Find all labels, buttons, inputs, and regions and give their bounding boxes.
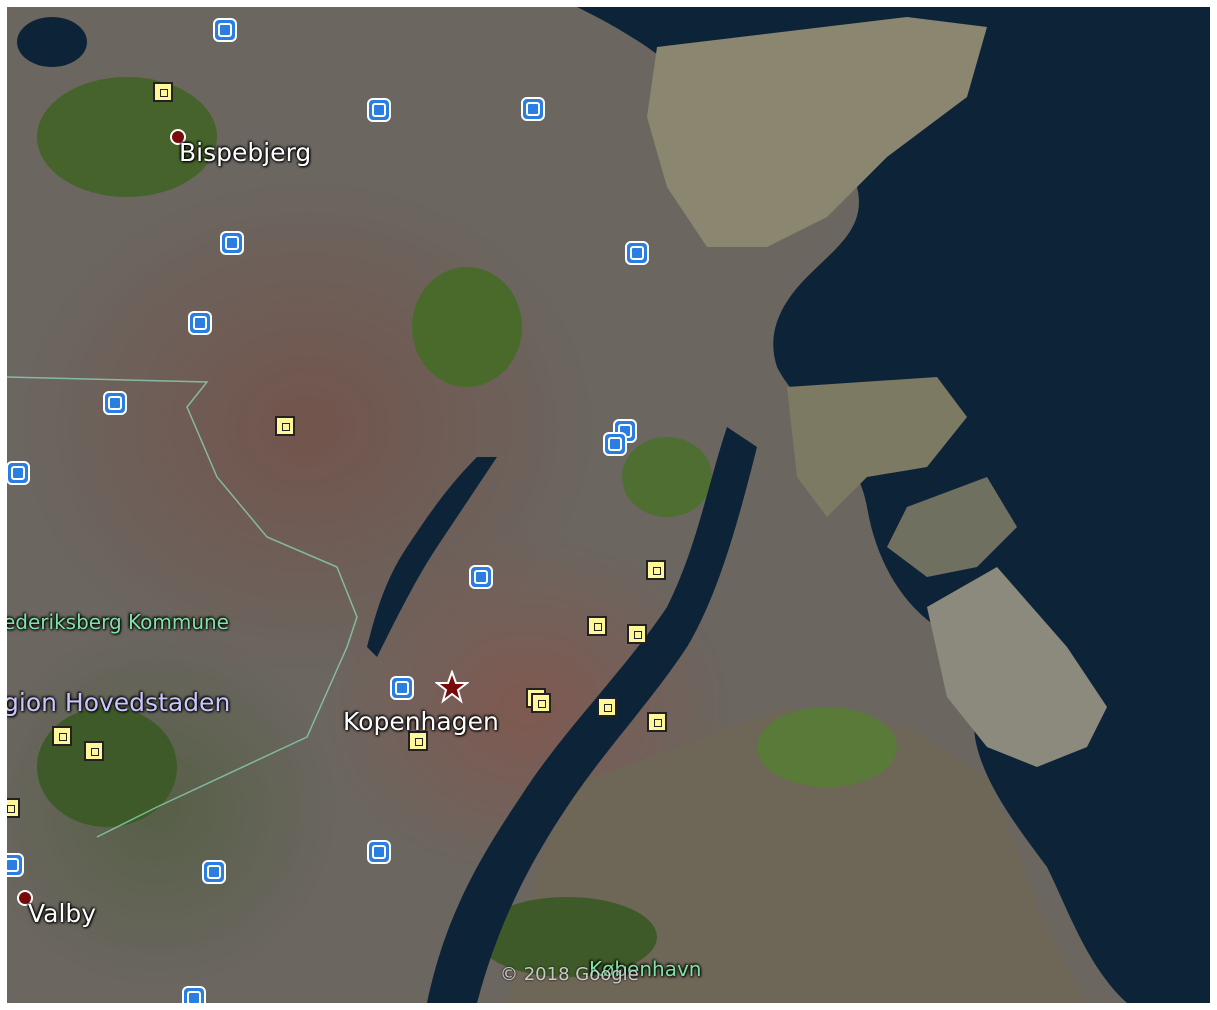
poi-square-icon[interactable] <box>7 798 20 818</box>
metro-station-icon[interactable] <box>213 18 237 42</box>
label-bispebjerg: Bispebjerg <box>179 138 312 167</box>
satellite-map[interactable]: Bispebjerg ederiksberg Kommune gion Hove… <box>7 7 1210 1003</box>
copyright-text: © 2018 Google <box>500 964 639 985</box>
inner-harbour <box>427 427 757 1003</box>
poi-square-icon[interactable] <box>52 726 72 746</box>
label-region-hovedstaden: gion Hovedstaden <box>7 688 231 717</box>
metro-station-icon[interactable] <box>625 241 649 265</box>
lake-nw <box>17 17 87 67</box>
poi-square-icon[interactable] <box>646 560 666 580</box>
refshaleoen <box>787 377 967 517</box>
metro-station-icon[interactable] <box>390 676 414 700</box>
metro-station-icon[interactable] <box>521 97 545 121</box>
metro-station-icon[interactable] <box>7 853 24 877</box>
metro-station-icon[interactable] <box>188 311 212 335</box>
map-terrain <box>7 7 1210 1003</box>
poi-square-icon[interactable] <box>408 731 428 751</box>
metro-station-icon[interactable] <box>182 986 206 1003</box>
metro-station-icon[interactable] <box>603 432 627 456</box>
park-kastellet <box>622 437 712 517</box>
lakes <box>367 457 497 657</box>
poi-square-icon[interactable] <box>627 624 647 644</box>
park-amager <box>757 707 897 787</box>
poi-square-icon[interactable] <box>587 616 607 636</box>
metro-station-icon[interactable] <box>7 461 30 485</box>
city-dot-icon[interactable] <box>170 129 186 145</box>
poi-square-icon[interactable] <box>647 712 667 732</box>
nordhavn <box>647 17 987 247</box>
park-south <box>477 897 657 977</box>
label-valby: Valby <box>28 899 97 928</box>
boundary <box>7 376 358 838</box>
metro-station-icon[interactable] <box>103 391 127 415</box>
poi-square-icon[interactable] <box>153 82 173 102</box>
metro-station-icon[interactable] <box>202 860 226 884</box>
metro-station-icon[interactable] <box>367 98 391 122</box>
park-faelled <box>412 267 522 387</box>
park-bispebjerg <box>37 77 217 197</box>
label-frederiksberg: ederiksberg Kommune <box>7 610 229 634</box>
park-valby <box>37 707 177 827</box>
prove-island <box>927 567 1107 767</box>
lynetten <box>887 477 1017 577</box>
poi-square-icon[interactable] <box>275 416 295 436</box>
poi-square-icon[interactable] <box>597 697 617 717</box>
label-kobenhavn: København <box>589 957 702 981</box>
metro-station-icon[interactable] <box>469 565 493 589</box>
poi-square-icon[interactable] <box>84 741 104 761</box>
capital-star-icon[interactable] <box>435 670 469 704</box>
metro-station-icon[interactable] <box>220 231 244 255</box>
poi-square-icon[interactable] <box>531 693 551 713</box>
city-dot-icon[interactable] <box>17 890 33 906</box>
metro-station-icon[interactable] <box>367 840 391 864</box>
label-kopenhagen: Kopenhagen <box>343 707 499 736</box>
